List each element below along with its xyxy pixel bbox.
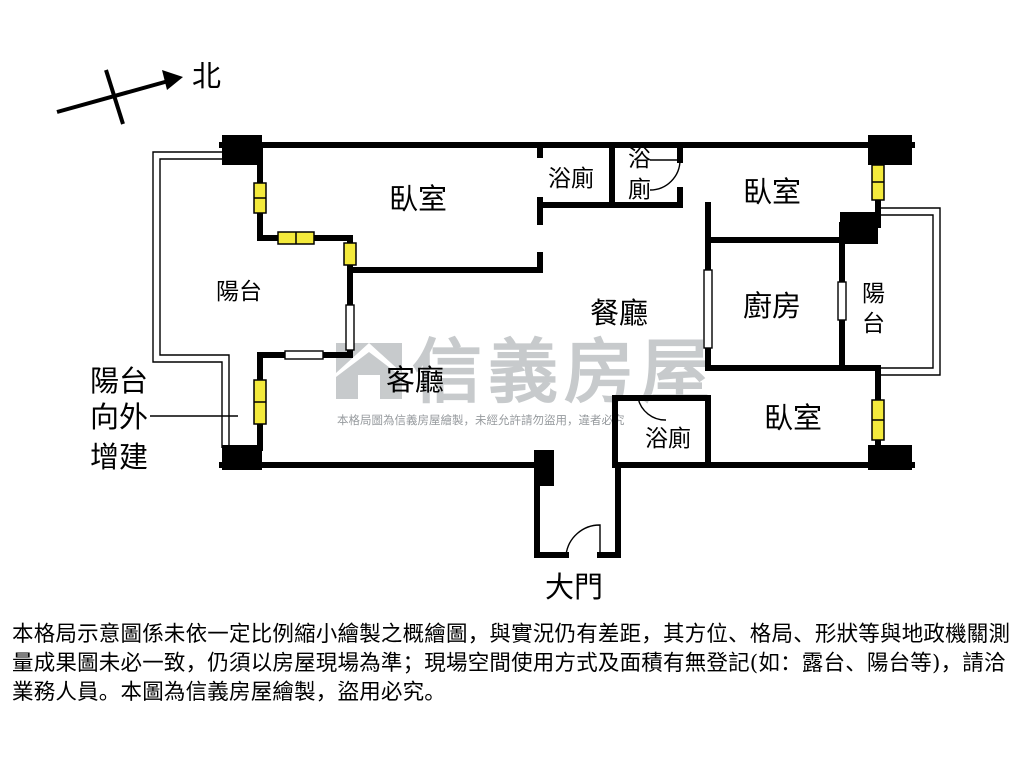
room-label-bedroom-2: 臥室 (743, 175, 801, 209)
room-label-bedroom-3: 臥室 (764, 401, 822, 435)
disclaimer-text: 本格局示意圖係未依一定比例縮小繪製之概繪圖，與實況仍有差距，其方位、格局、形狀等… (12, 622, 1011, 705)
room-label-kitchen: 廚房 (743, 289, 801, 323)
room-label-bath-1: 浴廁 (548, 166, 594, 192)
room-label-bath-3: 浴廁 (645, 426, 691, 452)
room-label-bath-2-top: 浴 (628, 146, 651, 172)
room-label-living: 客廳 (386, 363, 444, 397)
floor-plan: 北 信義房屋 本格局圖為信義房屋繪製，未經允許請勿盜用，違者必究 (56, 59, 941, 604)
windows (253, 164, 885, 441)
swing-doors (565, 159, 681, 556)
sliding-doors (284, 269, 847, 360)
room-label-balcony-east-bottom: 台 (862, 311, 885, 337)
annotation-line-3: 增建 (90, 440, 148, 474)
room-label-entrance: 大門 (545, 570, 603, 604)
room-label-balcony-east-top: 陽 (862, 281, 885, 307)
room-label-bath-2-bottom: 廁 (628, 177, 651, 203)
room-label-balcony-west: 陽台 (216, 279, 262, 305)
annotation-line-2: 向外 (90, 400, 148, 434)
compass-north-label: 北 (192, 59, 221, 93)
columns (222, 135, 912, 486)
annotation-balcony-extension: 陽台 向外 增建 (90, 364, 238, 474)
watermark-notice: 本格局圖為信義房屋繪製，未經允許請勿盜用，違者必究 (337, 413, 625, 427)
room-labels: 臥室 浴廁 浴 廁 臥室 陽台 餐廳 廚房 陽 台 客廳 浴廁 臥室 大門 (216, 146, 885, 604)
annotation-line-1: 陽台 (90, 364, 148, 398)
room-label-dining: 餐廳 (590, 296, 648, 330)
balcony-outlines (152, 151, 941, 448)
compass: 北 (56, 59, 221, 125)
room-label-bedroom-1: 臥室 (389, 182, 447, 216)
